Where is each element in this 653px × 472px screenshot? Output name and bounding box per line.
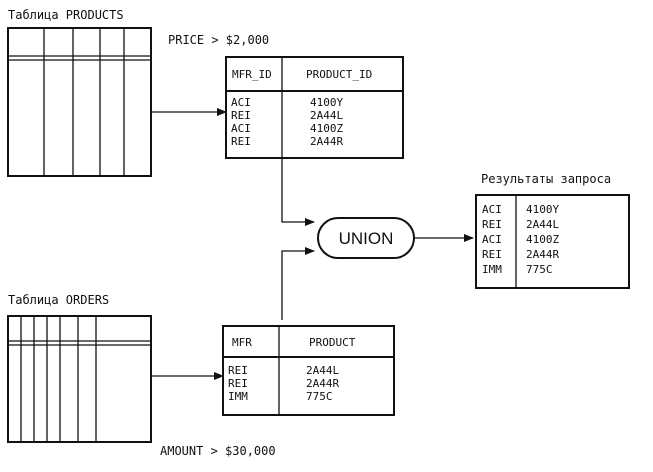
query2-cell: IMM (228, 390, 248, 403)
query2-table: MFR PRODUCT REI 2A44L REI 2A44R IMM 775C (222, 325, 395, 416)
query1-cell: 4100Z (310, 122, 343, 135)
orders-table-caption: Таблица ORDERS (8, 293, 109, 307)
result-cell: ACI (482, 233, 502, 246)
query2-cell: 2A44L (306, 364, 339, 377)
query1-cell: ACI (231, 96, 251, 109)
query1-cell: 4100Y (310, 96, 343, 109)
query1-cell: REI (231, 135, 251, 148)
query1-cell: 2A44L (310, 109, 343, 122)
query1-cell: ACI (231, 122, 251, 135)
result-cell: ACI (482, 203, 502, 216)
query1-to-union-arrow (281, 158, 315, 226)
result-caption: Результаты запроса (481, 172, 611, 186)
query2-cell: REI (228, 377, 248, 390)
query2-cell: REI (228, 364, 248, 377)
amount-condition: AMOUNT > $30,000 (160, 444, 276, 458)
query1-table: MFR_ID PRODUCT_ID ACI 4100Y REI 2A44L AC… (225, 56, 404, 159)
query1-cell: REI (231, 109, 251, 122)
result-table: ACI 4100Y REI 2A44L ACI 4100Z REI 2A44R … (475, 194, 630, 289)
orders-table (7, 315, 152, 443)
query2-header-product: PRODUCT (309, 336, 356, 349)
result-cell: REI (482, 218, 502, 231)
union-node: UNION (317, 217, 415, 259)
result-cell: 2A44R (526, 248, 559, 261)
result-cell: 4100Z (526, 233, 559, 246)
result-cell: 4100Y (526, 203, 559, 216)
price-condition: PRICE > $2,000 (168, 33, 269, 47)
query2-to-union-arrow (281, 247, 315, 320)
query1-cell: 2A44R (310, 135, 343, 148)
query1-header-mfr-id: MFR_ID (232, 68, 272, 81)
result-cell: 775C (526, 263, 553, 276)
products-table (7, 27, 152, 177)
query1-header-product-id: PRODUCT_ID (306, 68, 372, 81)
result-cell: IMM (482, 263, 502, 276)
union-label: UNION (339, 229, 394, 248)
result-cell: 2A44L (526, 218, 559, 231)
query2-cell: 775C (306, 390, 333, 403)
result-cell: REI (482, 248, 502, 261)
query2-header-mfr: MFR (232, 336, 252, 349)
products-table-caption: Таблица PRODUCTS (8, 8, 124, 22)
query2-cell: 2A44R (306, 377, 339, 390)
